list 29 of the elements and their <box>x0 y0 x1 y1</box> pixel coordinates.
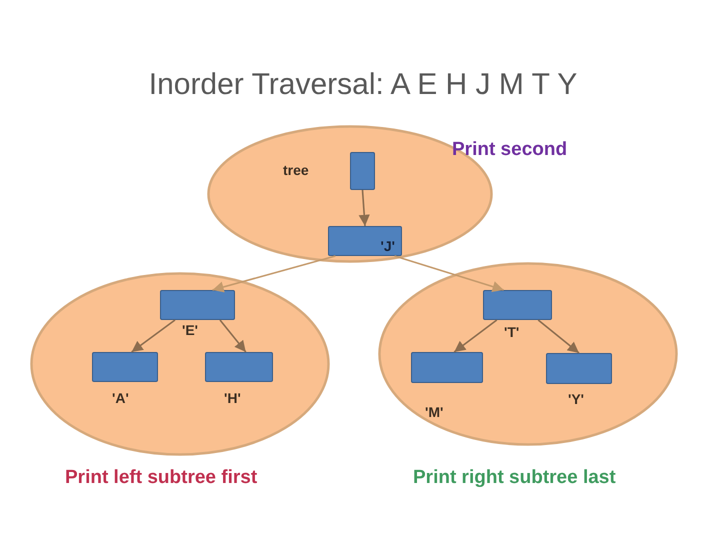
arrow <box>131 319 176 353</box>
node-label: 'E' <box>182 322 198 338</box>
node-label: 'T' <box>504 324 520 340</box>
node-label: 'M' <box>425 404 444 420</box>
tree-node-box <box>411 352 483 383</box>
pointer-box <box>350 152 375 190</box>
tree-node-box <box>328 226 402 256</box>
arrow <box>454 319 498 353</box>
pointer-label: tree <box>283 162 309 178</box>
node-label: 'H' <box>224 390 241 406</box>
tree-node-box <box>160 290 235 320</box>
arrow <box>219 320 246 352</box>
node-label: Print second <box>452 139 568 161</box>
node-label: 'J' <box>380 238 395 254</box>
tree-node-box <box>205 352 273 382</box>
arrow <box>538 319 580 354</box>
arrow <box>212 255 336 292</box>
title: Inorder Traversal: A E H J M T Y <box>148 68 578 102</box>
node-label: Print left subtree first <box>65 467 258 489</box>
node-label: 'A' <box>112 390 129 406</box>
arrow <box>358 190 370 226</box>
subtree-ellipse <box>378 262 678 446</box>
subtree-ellipse <box>30 272 330 456</box>
node-label: 'Y' <box>568 391 584 408</box>
tree-node-box <box>546 353 612 384</box>
tree-node-box <box>92 352 158 382</box>
tree-node-box <box>483 290 552 320</box>
arrow <box>394 255 504 292</box>
node-label: Print right subtree last <box>413 467 616 489</box>
